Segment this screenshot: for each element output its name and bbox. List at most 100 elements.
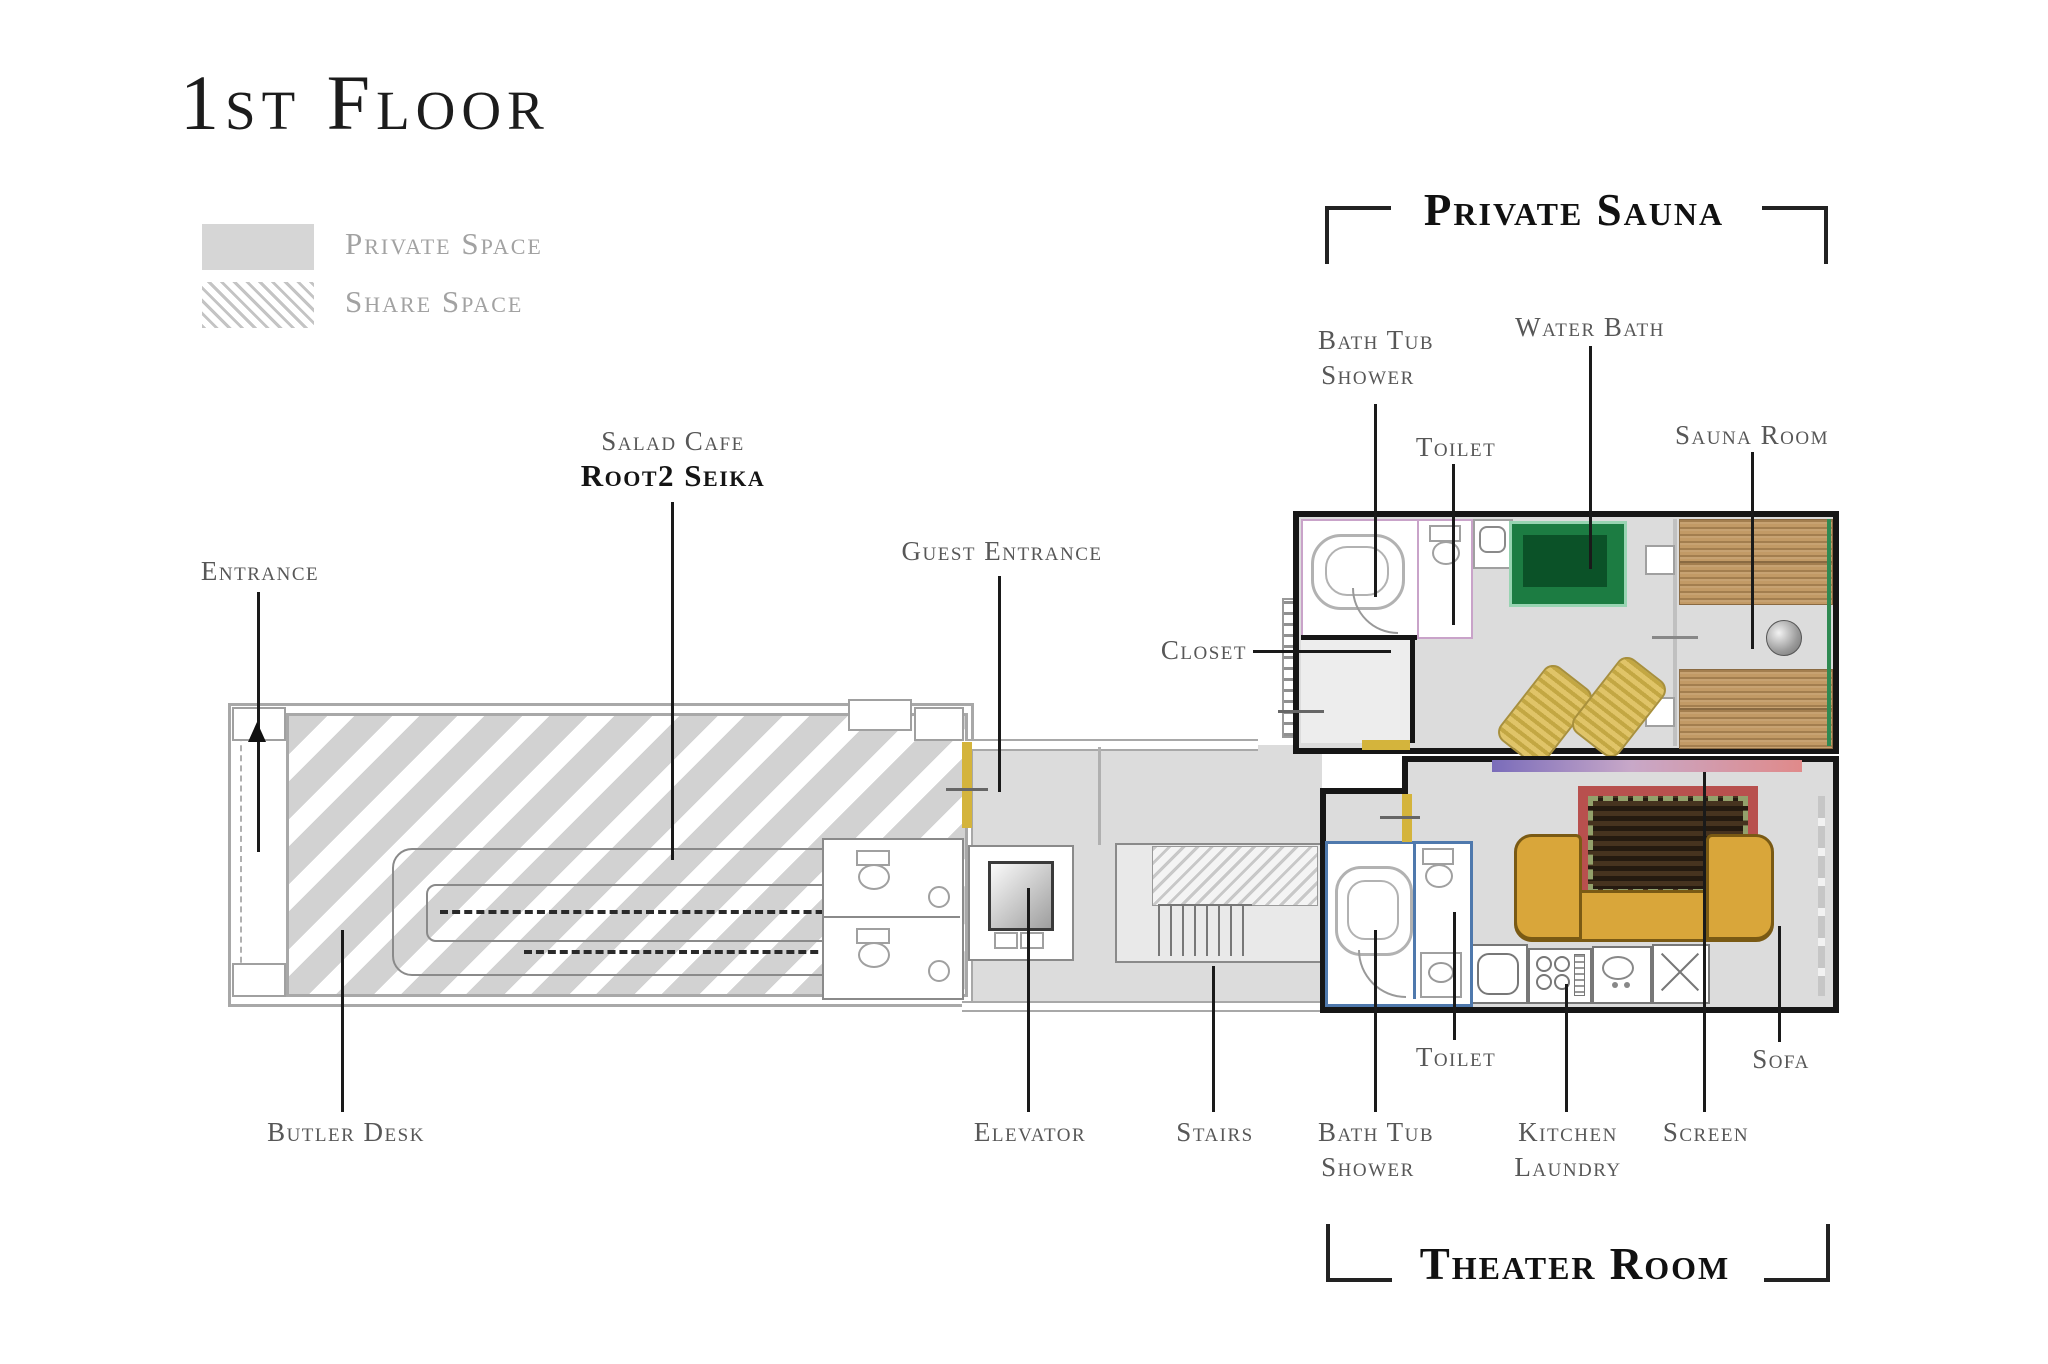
theater-bracket-left bbox=[1326, 1224, 1392, 1282]
leader-line-sauna-bathtub bbox=[1374, 404, 1377, 597]
toilet-icon bbox=[1432, 541, 1460, 565]
sofa-label: Sofa bbox=[1752, 1044, 1810, 1074]
closet-wall bbox=[1301, 635, 1417, 640]
projector-screen bbox=[1492, 760, 1802, 772]
sauna-green-wall bbox=[1827, 519, 1831, 746]
stairs-label: Stairs bbox=[1176, 1117, 1254, 1147]
leader-line-theater-toilet bbox=[1453, 912, 1456, 1040]
sauna-bracket-right bbox=[1762, 206, 1828, 264]
sauna-bathtub-label: Bath Tub bbox=[1317, 325, 1435, 355]
leader-line-theater-bathtub bbox=[1374, 930, 1377, 1112]
toilet-icon bbox=[858, 942, 890, 968]
corridor-top-wall bbox=[965, 739, 1258, 751]
entrance-strip-dashed-line bbox=[240, 715, 244, 993]
leader-line-screen bbox=[1703, 772, 1706, 1112]
theater-bathtub-label: Bath Tub bbox=[1317, 1117, 1435, 1147]
kitchen-label: Kitchen bbox=[1518, 1117, 1618, 1147]
sauna-bracket-left bbox=[1325, 206, 1391, 264]
corridor-bottom-wall bbox=[962, 1001, 1322, 1012]
guest-entrance-label: Guest Entrance bbox=[901, 536, 1103, 566]
closet-floor bbox=[1301, 639, 1413, 743]
sauna-bench bbox=[1679, 709, 1833, 749]
counter-dashed-line bbox=[440, 910, 860, 914]
window-strip bbox=[1818, 796, 1825, 996]
theater-shower-label: Shower bbox=[1321, 1152, 1415, 1182]
counter-dashed-line bbox=[524, 950, 854, 954]
cafe-brand-label: Root2 Seika bbox=[580, 458, 766, 493]
leader-line-cafe bbox=[671, 502, 674, 860]
sauna-bench bbox=[1679, 519, 1833, 562]
corridor-inner-wall bbox=[1098, 747, 1101, 845]
wall-corner-tab bbox=[914, 707, 964, 741]
restroom-divider-wall bbox=[822, 916, 960, 918]
leader-line-sofa bbox=[1778, 926, 1781, 1042]
laundry-label: Laundry bbox=[1514, 1152, 1622, 1182]
elevator-car bbox=[988, 861, 1054, 931]
toilet-tank bbox=[1429, 525, 1461, 542]
leader-line-closet bbox=[1253, 650, 1391, 653]
sauna-entry-door bbox=[1362, 740, 1410, 750]
stairs-upper-hatch bbox=[1152, 846, 1318, 906]
legend-share-label: Share Space bbox=[345, 284, 524, 319]
leader-line-water-bath bbox=[1589, 346, 1592, 569]
water-bath-label: Water Bath bbox=[1515, 312, 1665, 342]
stove-burner bbox=[1554, 974, 1570, 990]
sauna-toilet-label: Toilet bbox=[1415, 432, 1497, 462]
legend-share-swatch bbox=[202, 282, 314, 328]
leader-line-elevator bbox=[1027, 888, 1030, 1112]
guest-entrance-door bbox=[962, 742, 972, 828]
sink-icon bbox=[928, 886, 950, 908]
vanity-basin bbox=[1602, 956, 1634, 980]
sauna-glass-wall bbox=[1673, 519, 1677, 746]
stove-grill-panel bbox=[1574, 954, 1585, 996]
theater-bracket-right bbox=[1764, 1224, 1830, 1282]
elevator-label: Elevator bbox=[973, 1117, 1087, 1147]
stairs-landing-line bbox=[1158, 904, 1252, 906]
bathroom-divider-wall bbox=[1413, 843, 1416, 999]
sauna-section-title: Private Sauna bbox=[1423, 185, 1725, 235]
screen-label: Screen bbox=[1662, 1117, 1750, 1147]
sauna-bench bbox=[1679, 562, 1833, 605]
butler-desk-label: Butler Desk bbox=[267, 1117, 425, 1147]
leader-line-kitchen bbox=[1565, 984, 1568, 1112]
sink-icon bbox=[928, 960, 950, 982]
sauna-room-label: Sauna Room bbox=[1675, 420, 1829, 450]
legend-private-swatch bbox=[202, 224, 314, 270]
faucet-handle bbox=[1624, 982, 1630, 988]
leader-line-sauna-toilet bbox=[1452, 464, 1455, 625]
sink-basin bbox=[1428, 962, 1454, 983]
faucet-handle bbox=[1612, 982, 1618, 988]
sofa-right-arm bbox=[1706, 834, 1774, 940]
sink-basin bbox=[1479, 526, 1506, 553]
cafe-name-label: Salad Cafe bbox=[601, 426, 745, 456]
sauna-step-stool bbox=[1645, 545, 1675, 575]
stairs-treads bbox=[1158, 906, 1250, 956]
elevator-door-mark bbox=[994, 932, 1018, 949]
toilet-icon bbox=[858, 864, 890, 890]
cafe-top-door bbox=[848, 699, 912, 731]
leader-line-butler-desk bbox=[341, 930, 344, 1112]
entrance-label: Entrance bbox=[200, 556, 320, 586]
entrance-arrow-icon bbox=[248, 722, 266, 742]
closet-label: Closet bbox=[1160, 635, 1247, 665]
sauna-stove bbox=[1766, 620, 1802, 656]
legend-private-label: Private Space bbox=[345, 226, 543, 261]
water-bath-inner bbox=[1523, 535, 1607, 587]
leader-line-stairs bbox=[1212, 966, 1215, 1112]
bathtub-inner bbox=[1347, 880, 1399, 940]
leader-line-sauna-room bbox=[1751, 452, 1754, 649]
kitchen-sink-basin bbox=[1477, 953, 1519, 995]
stove-burner bbox=[1536, 956, 1552, 972]
elevator-door-mark bbox=[1020, 932, 1044, 949]
leader-line-guest-entrance bbox=[998, 576, 1001, 792]
sauna-bench bbox=[1679, 669, 1833, 709]
toilet-icon bbox=[1425, 864, 1453, 888]
theater-toilet-label: Toilet bbox=[1415, 1042, 1497, 1072]
sauna-shower-label: Shower bbox=[1321, 360, 1415, 390]
sofa-left-arm bbox=[1514, 834, 1582, 940]
closet-wall bbox=[1410, 635, 1415, 743]
page-title: 1st Floor bbox=[180, 59, 550, 146]
theater-section-title: Theater Room bbox=[1419, 1239, 1731, 1289]
stove-burner bbox=[1554, 956, 1570, 972]
